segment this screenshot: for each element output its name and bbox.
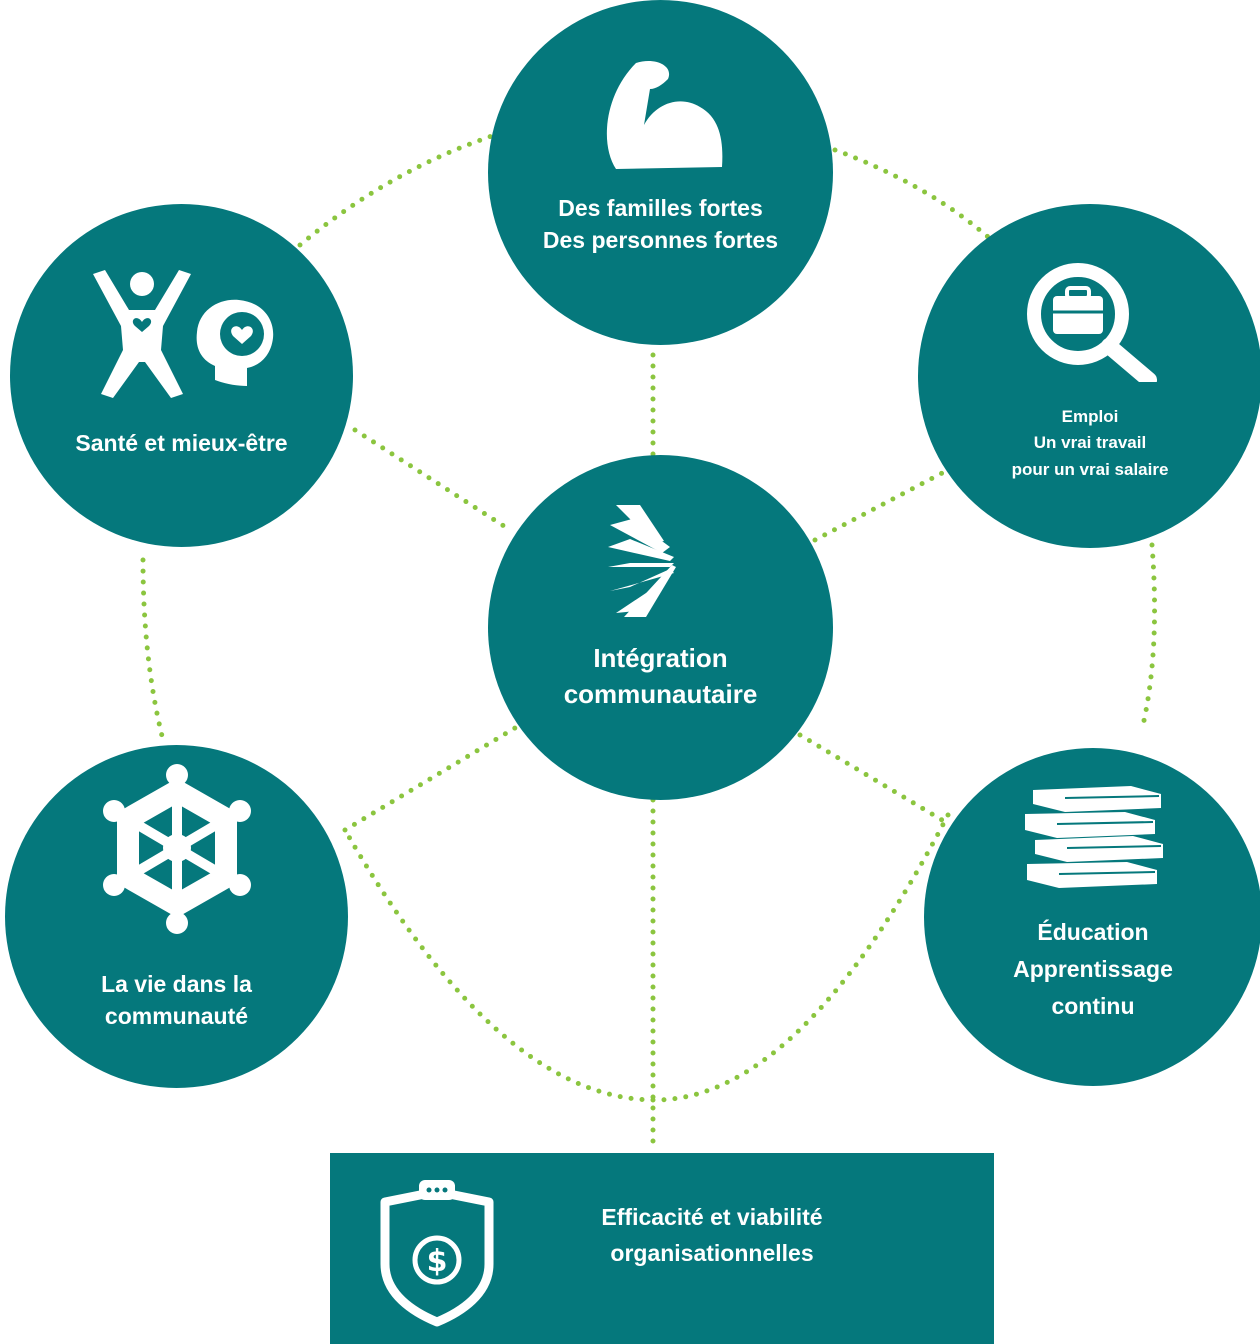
ring-connector	[140, 557, 166, 743]
briefcase-magnifier-icon	[1026, 263, 1157, 382]
ring-connector	[297, 132, 498, 248]
node-label-line: Des personnes fortes	[542, 226, 779, 253]
svg-text:$: $	[427, 1244, 448, 1279]
node-label-line: Apprentissage	[1013, 955, 1173, 982]
node-label-line: pour un vrai salaire	[1011, 459, 1169, 479]
node-label-line: communautaire	[563, 678, 758, 709]
node-education: Éducation Apprentissage continu	[924, 748, 1260, 1086]
segmented-chevron-icon	[607, 505, 676, 617]
box-label-line: Efficacité et viabilité	[601, 1204, 823, 1230]
community-wheel-icon	[102, 764, 251, 934]
stacked-books-icon	[1025, 786, 1163, 888]
node-label-line: communauté	[104, 1002, 249, 1029]
node-strong-families: Des familles fortes Des personnes fortes	[488, 0, 833, 345]
node-label-line: Intégration	[593, 643, 728, 673]
node-community-life: La vie dans la communauté	[5, 745, 348, 1088]
node-label-line: Santé et mieux-être	[75, 430, 288, 456]
node-label-line: Un vrai travail	[1033, 433, 1147, 453]
node-label-line: continu	[1051, 992, 1135, 1019]
node-label-line: Des familles fortes	[558, 195, 763, 221]
spoke-connector	[352, 427, 513, 533]
node-label-line: La vie dans la	[101, 971, 252, 997]
body-and-mind-icon	[92, 270, 273, 398]
node-employment: Emploi Un vrai travail pour un vrai sala…	[918, 204, 1260, 548]
ring-connector	[1140, 542, 1158, 728]
node-community-integration: Intégration communautaire	[488, 455, 833, 800]
spoke-connector	[797, 732, 945, 823]
organizational-effectiveness-box: $ Efficacité et viabilité organisationne…	[330, 1153, 994, 1344]
spoke-connector	[342, 725, 518, 833]
spoke-connector	[812, 467, 951, 543]
ring-connector	[342, 812, 951, 1103]
ring-connector	[832, 147, 998, 246]
flexed-arm-icon	[606, 60, 722, 169]
node-health-wellbeing: Santé et mieux-être	[10, 204, 353, 547]
box-label-line: organisationnelles	[610, 1239, 814, 1266]
shield-dollar-icon: $	[380, 1180, 494, 1327]
node-label-line: Éducation	[1037, 919, 1149, 945]
node-label-line: Emploi	[1061, 407, 1119, 426]
